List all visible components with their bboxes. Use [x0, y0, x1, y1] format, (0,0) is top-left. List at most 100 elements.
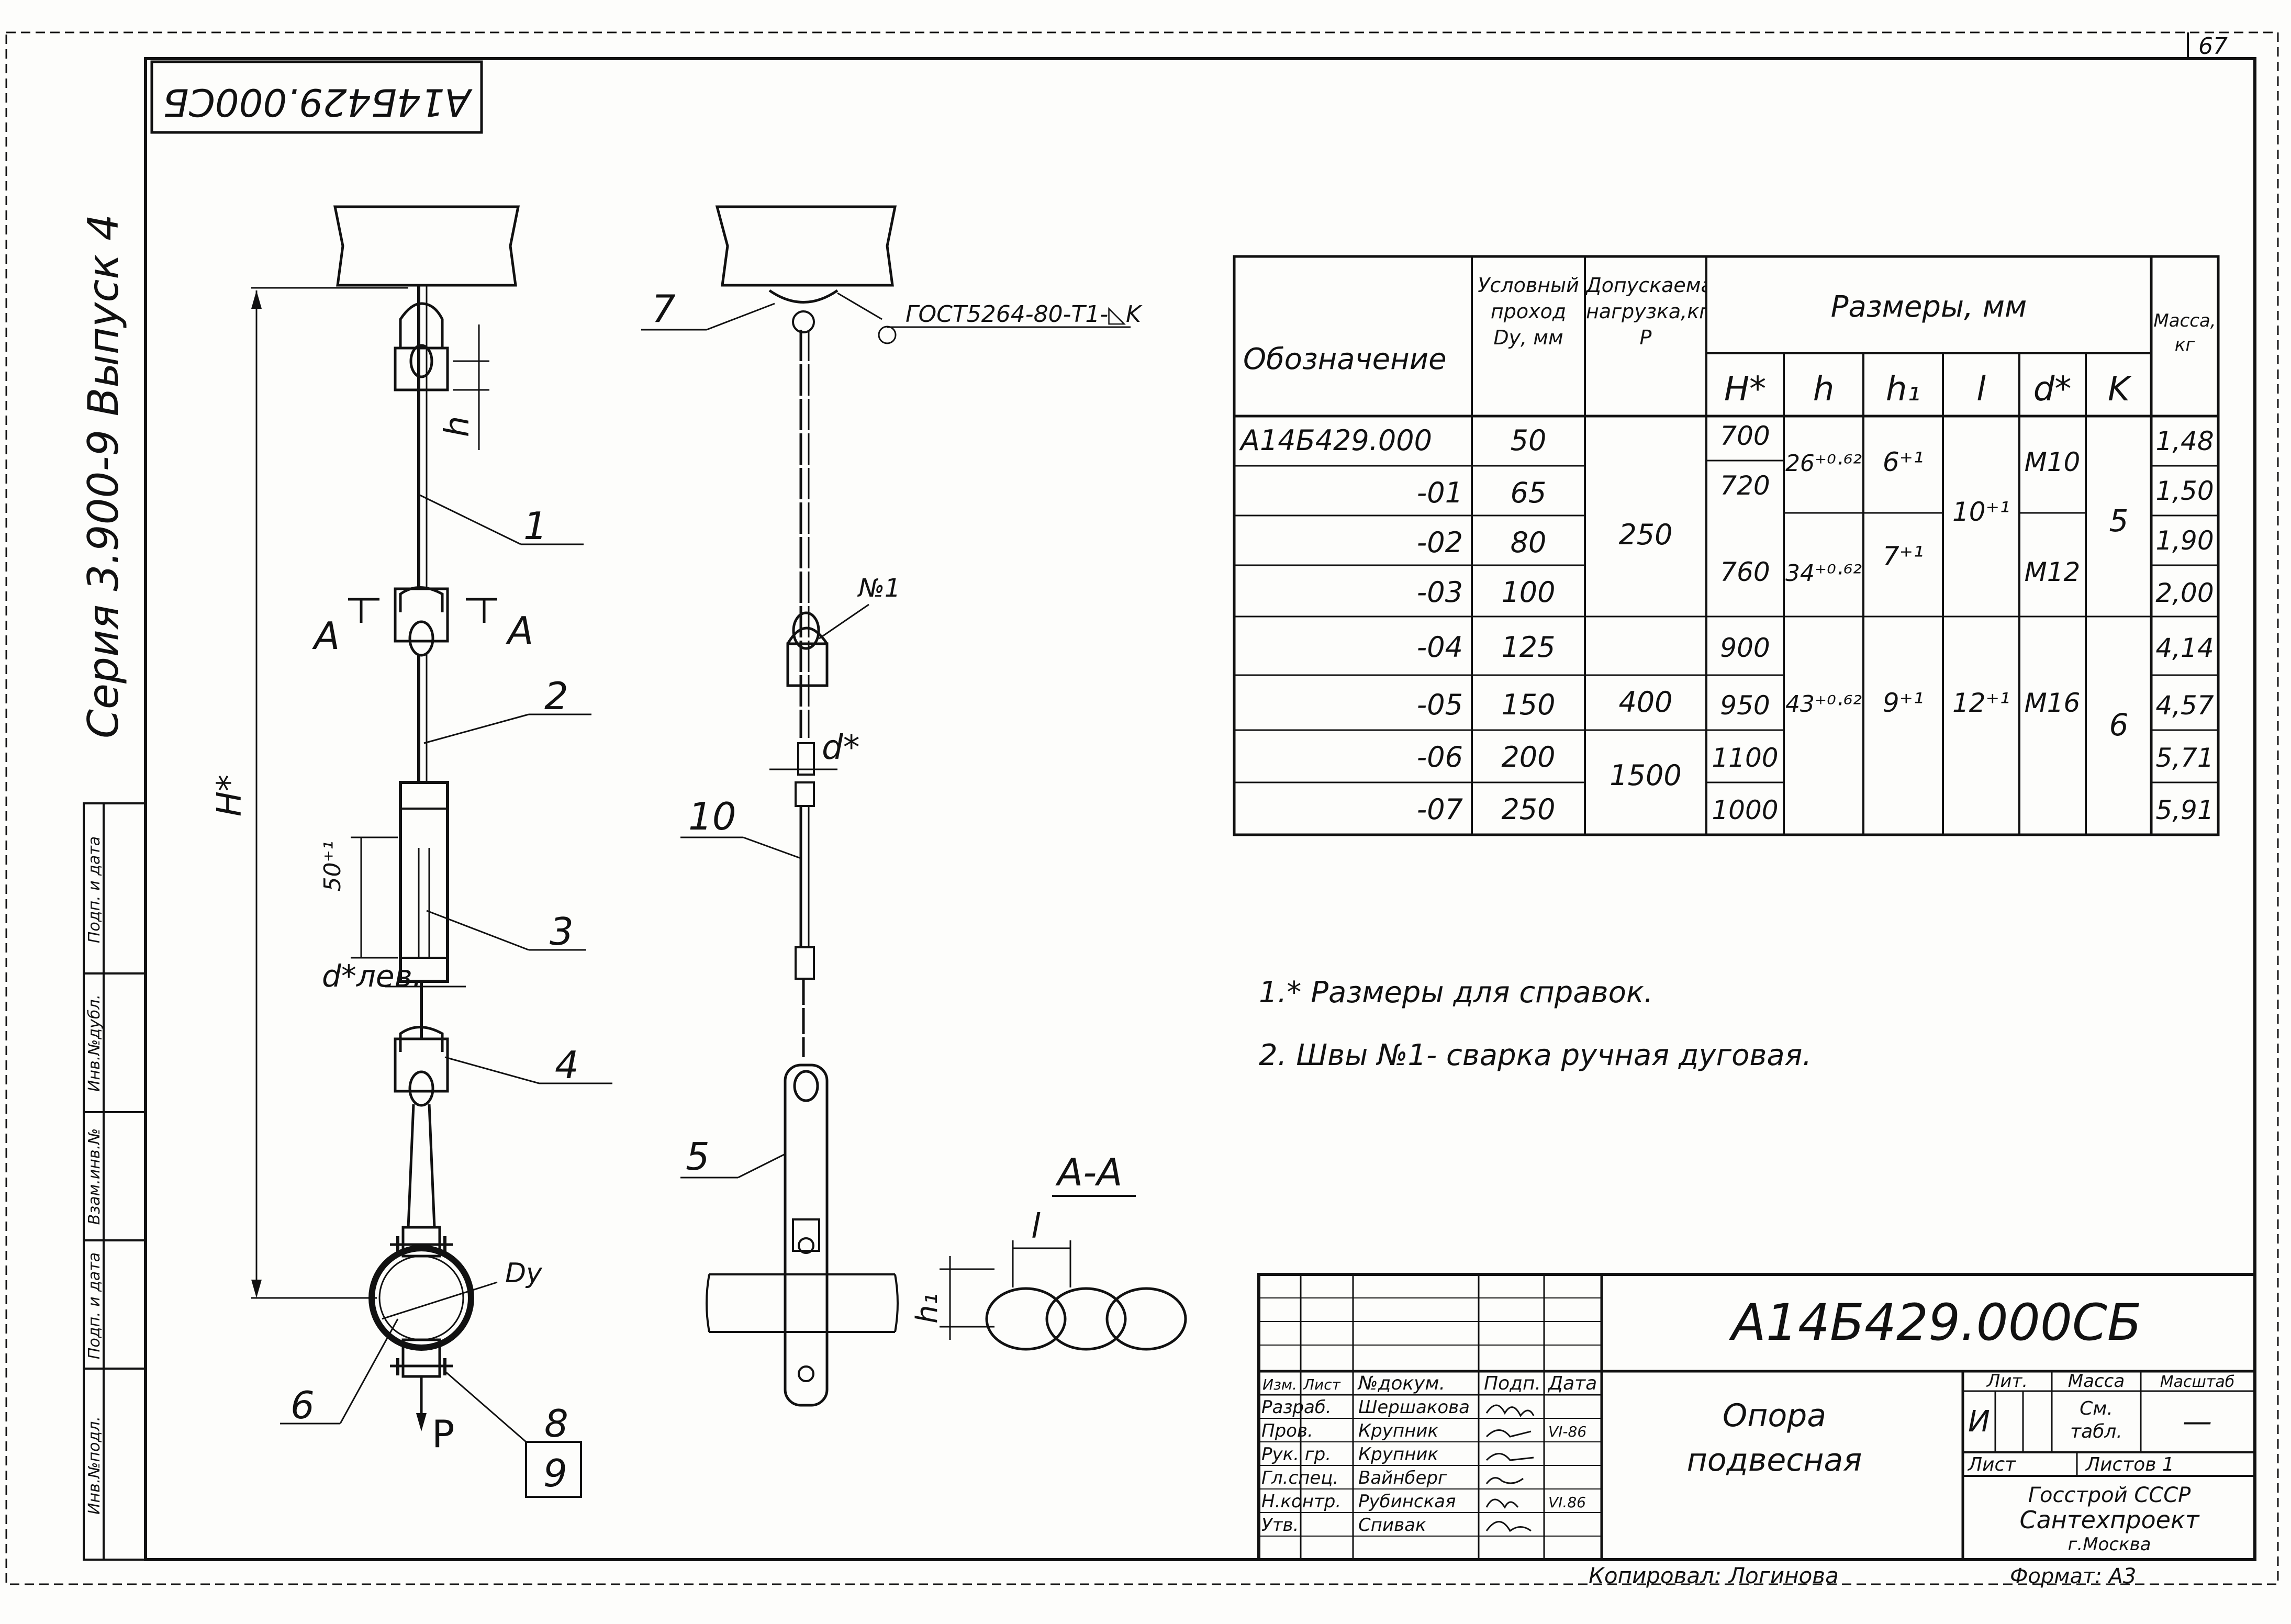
tb-col-izm: Изм. — [1262, 1376, 1297, 1393]
callout-2: 2 — [544, 674, 568, 718]
cell-H: 700 — [1720, 421, 1770, 451]
sheet-number: 67 — [2198, 33, 2228, 60]
note-2: 2. Швы №1- сварка ручная дуговая. — [1259, 1038, 1812, 1072]
cell-mass: 1,90 — [2155, 525, 2214, 556]
series-label: Серия 3.900-9 Выпуск 4 — [79, 214, 128, 738]
cell-dn: 65 — [1511, 476, 1547, 509]
callout-9: 9 — [543, 1451, 567, 1495]
th-d: d* — [2033, 370, 2072, 409]
dim-50: 50⁺¹ — [319, 841, 346, 892]
cell-dn: 80 — [1511, 526, 1547, 559]
tb-sheets-label: Листов 1 — [2085, 1454, 2174, 1475]
weld-label: №1 — [857, 574, 900, 603]
tb-name-1: Опора — [1723, 1397, 1826, 1434]
cell-mass: 5,91 — [2155, 795, 2214, 825]
th-h1: h₁ — [1886, 370, 1920, 409]
tb-person: Рубинская — [1358, 1491, 1456, 1512]
tb-org-2: Сантехпроект — [2019, 1506, 2199, 1534]
cell-load: 400 — [1618, 686, 1672, 719]
tb-role: Пров. — [1261, 1420, 1313, 1441]
th-load: Допускаемая нагрузка,кгс P — [1586, 274, 1705, 349]
signature — [1485, 1429, 1532, 1438]
signature — [1485, 1453, 1534, 1461]
front-view: A A P Dу — [210, 205, 612, 1498]
tb-person: Спивак — [1358, 1515, 1426, 1536]
tb-person: Шершакова — [1358, 1397, 1470, 1418]
section-a-a: A-A l h₁ — [910, 1150, 1187, 1351]
callout-1: 1 — [523, 504, 547, 548]
tb-role: Н.контр. — [1261, 1491, 1341, 1512]
cell-designation: -01 — [1417, 476, 1463, 509]
tb-mass-value: См. табл. — [2070, 1398, 2122, 1442]
cell-designation: А14Б429.000 — [1239, 424, 1432, 457]
cell-h1: 7⁺¹ — [1883, 541, 1924, 572]
cell-H: 1100 — [1712, 743, 1778, 773]
dim-d-lev: d*лев. — [322, 958, 422, 994]
side-view: №1 d* ГОСТ5264-80-Т1-◺K 7 10 — [641, 205, 1143, 1407]
th-dn: Условный проход Dу, мм — [1478, 274, 1579, 349]
cell-mass: 4,14 — [2155, 633, 2214, 663]
signature — [1485, 1521, 1532, 1532]
cell-h: 26⁺⁰·⁶² — [1785, 450, 1862, 477]
sheet-format: Формат: А3 — [2010, 1564, 2136, 1588]
cell-l: 12⁺¹ — [1952, 688, 2010, 718]
tb-lit-label: Лит. — [1986, 1371, 2028, 1392]
cell-mass: 1,50 — [2155, 476, 2214, 506]
side-col-1: Инв.№подл. — [85, 1416, 104, 1515]
dim-p: P — [432, 1412, 454, 1456]
cell-d: M16 — [2025, 688, 2081, 718]
cell-mass: 1,48 — [2155, 426, 2214, 456]
cell-l: 10⁺¹ — [1952, 497, 2010, 527]
tb-role: Гл.спец. — [1261, 1468, 1338, 1488]
cell-h1: 6⁺¹ — [1883, 447, 1924, 477]
tb-col-doc: №докум. — [1357, 1373, 1445, 1394]
turnbuckle — [399, 781, 449, 983]
section-mark-a-left: A — [312, 614, 340, 658]
signature — [1485, 1477, 1524, 1484]
tb-role: Рук. гр. — [1261, 1444, 1331, 1465]
cell-dn: 200 — [1501, 741, 1555, 774]
tb-col-date: Дата — [1547, 1373, 1597, 1394]
cell-k: 6 — [2109, 707, 2129, 743]
title-block: А14Б429.000СБ Опора подвесная Изм. Лист … — [1257, 1273, 2256, 1561]
dim-h: h — [438, 416, 477, 438]
tb-org-3: г.Москва — [2068, 1534, 2151, 1555]
cell-H: 760 — [1720, 557, 1770, 587]
signature — [1485, 1498, 1519, 1509]
cell-mass: 4,57 — [2155, 690, 2214, 721]
side-col-5: Подп. и дата — [85, 836, 104, 943]
cell-H: 900 — [1720, 633, 1770, 663]
cell-H: 950 — [1720, 690, 1770, 721]
cell-k: 5 — [2109, 503, 2129, 539]
note-1: 1.* Размеры для справок. — [1259, 976, 1653, 1010]
outer-border — [5, 31, 2279, 1585]
tb-lit-value: И — [1968, 1405, 1990, 1439]
cell-designation: -03 — [1417, 576, 1463, 609]
tb-person: Вайнберг — [1358, 1468, 1448, 1488]
side-col-4: Инв.№дубл. — [85, 994, 104, 1092]
tb-scale-value: — — [2183, 1405, 2212, 1439]
tb-col-sign: Подп. — [1484, 1373, 1541, 1394]
th-designation: Обозначение — [1243, 342, 1447, 376]
spec-table: Обозначение Условный проход Dу, мм Допус… — [1233, 255, 2220, 836]
section-title: A-A — [1055, 1150, 1123, 1194]
tb-sheet-label: Лист — [1967, 1454, 2016, 1475]
cell-designation: -06 — [1417, 741, 1463, 774]
cell-dn: 150 — [1501, 688, 1555, 721]
tb-org-1: Госстрой СССР — [2028, 1483, 2191, 1507]
cell-load: 1500 — [1610, 759, 1681, 792]
callout-10: 10 — [688, 794, 736, 838]
cell-dn: 50 — [1511, 424, 1547, 457]
signature — [1485, 1404, 1535, 1417]
cell-d: M10 — [2025, 447, 2081, 477]
side-col-3: Взам.инв.№ — [85, 1128, 104, 1225]
ceiling-beam-side — [715, 205, 897, 287]
tb-role: Утв. — [1261, 1515, 1299, 1536]
cell-dn: 250 — [1501, 793, 1555, 826]
cell-h: 34⁺⁰·⁶² — [1785, 560, 1862, 587]
th-mass: Масса, кг — [2153, 310, 2216, 355]
dim-h-star: H* — [210, 775, 249, 816]
callout-3: 3 — [550, 910, 574, 954]
callout-6: 6 — [290, 1383, 315, 1427]
